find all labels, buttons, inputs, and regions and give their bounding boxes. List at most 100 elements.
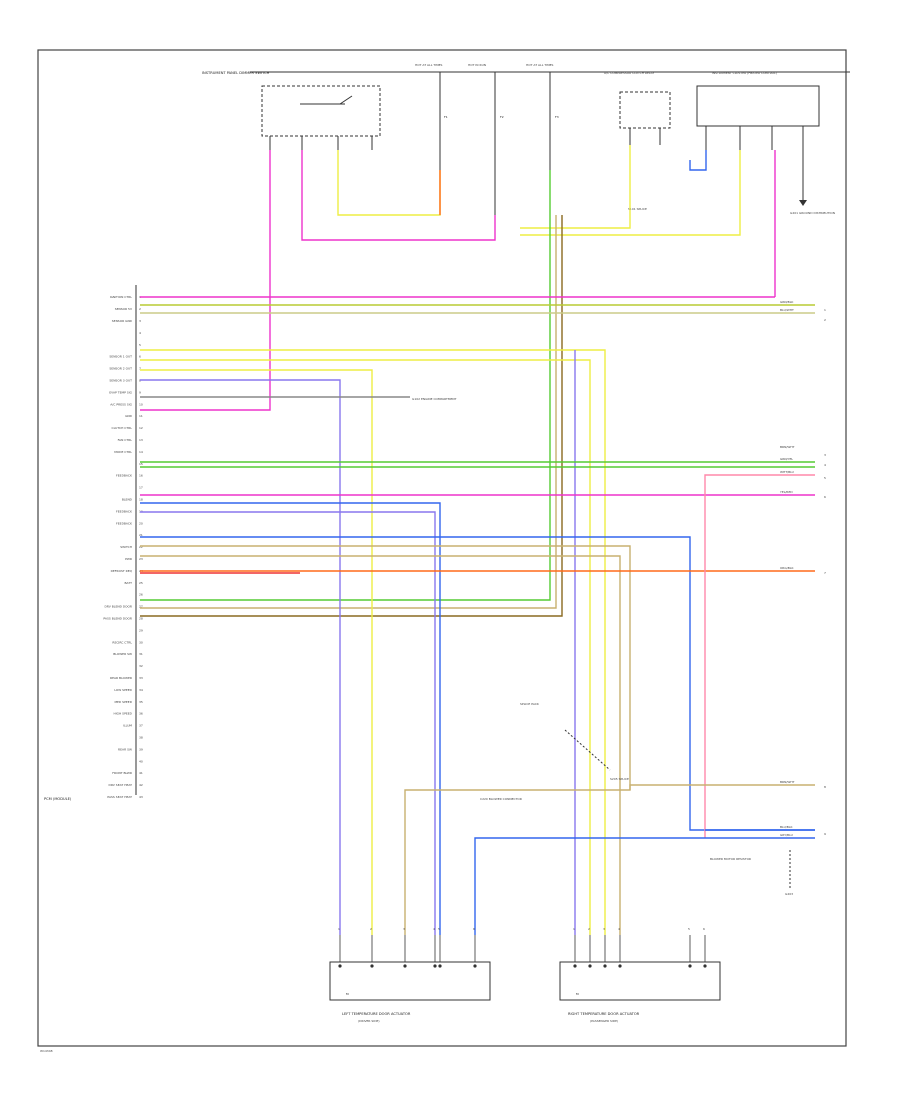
wire-defrost	[140, 555, 621, 935]
wire-blue-ctrl	[689, 150, 707, 171]
fuse-2-source: HOT IN RUN	[468, 63, 486, 67]
module-pin-label: MODE CTRL	[114, 450, 132, 454]
module-pin-number: 36	[139, 712, 143, 716]
actuator-pin-number: 2	[588, 927, 590, 931]
module-pin-number: 30	[139, 640, 143, 644]
annotation-right-gnd: G203	[785, 892, 793, 896]
module-pin-number: 39	[139, 747, 143, 751]
module-pin-label: REAR SW	[118, 747, 132, 751]
actuator-pin	[338, 964, 342, 968]
annotation-blower-connector: C220 BLOWER CONNECTOR	[480, 797, 522, 801]
module-pin-label: PWR	[125, 557, 132, 561]
right-edge-label: BLU/WHT	[780, 308, 794, 312]
module-pin-number: 10	[139, 402, 143, 406]
relay-box	[619, 91, 671, 129]
wire-brown-a	[140, 215, 563, 617]
dimmer-switch-box	[261, 85, 381, 137]
module-pin-number: 20	[139, 521, 143, 525]
module-pin-number: 14	[139, 450, 143, 454]
actuator-pin	[618, 964, 622, 968]
actuator-pin	[573, 964, 577, 968]
right-edge-label: YEL/RED	[780, 490, 793, 494]
module-pin-label: REAR BLOWER	[110, 676, 132, 680]
module-pin-label: PASS SEAT HEAT	[107, 795, 132, 799]
module-pin-number: 13	[139, 438, 143, 442]
module-pin-number: 7	[139, 367, 141, 371]
module-label: PCM (MODULE)	[44, 797, 72, 801]
module-pin-number: 3	[139, 319, 141, 323]
module-pin-number: 29	[139, 628, 143, 632]
module-pin-number: 5	[139, 343, 141, 347]
splice-note: S101 SPLICE	[628, 207, 647, 211]
top-components: INSTRUMENT PANEL DIMMER SWITCH F1 F2 F3 …	[202, 63, 850, 215]
module-pin-number: 38	[139, 736, 143, 740]
ground-note: G201 GROUND DISTRIBUTION	[790, 211, 835, 215]
figure-code: W14348	[40, 1049, 53, 1053]
module-pin-label: PASS BLEND DOOR	[103, 617, 132, 621]
module-pin-label: SWITCH	[120, 545, 132, 549]
module-pin-number: 6	[139, 355, 141, 359]
wire-pwr	[140, 545, 631, 790]
actuator-pin-number: 6	[473, 927, 475, 931]
module-pin-label: LOW SPEED	[114, 688, 132, 692]
left-actuator-box	[329, 961, 491, 1001]
module-pin-label: RECIRC CTRL	[112, 640, 132, 644]
right-edge-number: 5	[824, 476, 826, 480]
right-edge-number: 1	[824, 308, 826, 312]
right-edge-number: 7	[824, 571, 826, 575]
module-pin-label: SENSOR GND	[112, 319, 133, 323]
module-pin-number: 16	[139, 474, 143, 478]
wire-sensor-3	[140, 369, 373, 935]
module-pin-label: FRONT BLWR	[112, 771, 132, 775]
actuator-pin	[438, 964, 442, 968]
fuse-1-label: F1	[444, 115, 448, 119]
module-pin-number: 28	[139, 617, 143, 621]
right-edge-label: GRN/YEL	[780, 457, 793, 461]
module-pin-label: FEEDBACK	[116, 509, 133, 513]
module-pin-label: SENSOR 1 OUT	[109, 355, 132, 359]
module-pin-number: 22	[139, 545, 143, 549]
right-actuator-sub: (PASSENGER SIDE)	[590, 1019, 618, 1023]
wire-sensor-1	[140, 349, 606, 935]
dimmer-switch-label: INSTRUMENT PANEL DIMMER SWITCH	[202, 71, 270, 75]
annotation-right-node: S205 SPLICE	[610, 777, 629, 781]
module-pin-label: BLEND	[122, 498, 133, 502]
module-pin-label: DRV BLEND DOOR	[105, 605, 133, 609]
fuse-3-label: F3	[555, 115, 559, 119]
actuator-pin	[403, 964, 407, 968]
wires	[140, 145, 815, 935]
module-pin-label: FEEDBACK	[116, 521, 133, 525]
right-edge-label: BLU/BLK	[780, 825, 794, 829]
right-edge-labels: GRN/BLKBLU/WHTBRN/WHTGRN/YELWHT/BLUYEL/R…	[780, 300, 826, 837]
module-pin-number: 37	[139, 724, 143, 728]
module-pin-number: 18	[139, 498, 143, 502]
module-pin-label: SENSOR 5V	[115, 307, 133, 311]
annotation-right-note: BLOWER MOTOR RESISTOR	[710, 857, 751, 861]
right-actuator-box	[559, 961, 721, 1001]
module-pin-label: BATT	[125, 581, 133, 585]
right-edge-label: GRY/BLU	[780, 833, 793, 837]
actuator-pin-number: 4	[618, 927, 620, 931]
module-pin-number: 25	[139, 581, 143, 585]
controller-label: INSTRUMENT CLUSTER (HEATER CONTROL)	[712, 71, 777, 75]
left-actuator-motor: M	[346, 992, 349, 996]
actuator-pin	[603, 964, 607, 968]
module-pin-label: ILLUM	[123, 724, 132, 728]
left-actuator-sub: (DRIVER SIDE)	[358, 1019, 380, 1023]
wire-right-pink	[704, 474, 815, 838]
actuator-pin	[703, 964, 707, 968]
actuator-pin-number: 6	[703, 927, 705, 931]
right-edge-number: 4	[824, 463, 826, 467]
actuator-pin	[433, 964, 437, 968]
module-pin-number: 43	[139, 795, 143, 799]
actuator-pin-number: 3	[603, 927, 605, 931]
module-pin-number: 12	[139, 426, 143, 430]
right-edge-label: ORG/BLK	[780, 566, 795, 570]
right-edge-label: BRN/WHT	[780, 445, 795, 449]
module-pin-number: 31	[139, 652, 143, 656]
module-pin-label: FEEDBACK	[116, 474, 133, 478]
wire-tan-bottom	[404, 784, 815, 935]
wire-sensor-2	[140, 359, 591, 935]
module-pin-label: CLUTCH CTRL	[112, 426, 133, 430]
module-pin-number: 27	[139, 605, 143, 609]
